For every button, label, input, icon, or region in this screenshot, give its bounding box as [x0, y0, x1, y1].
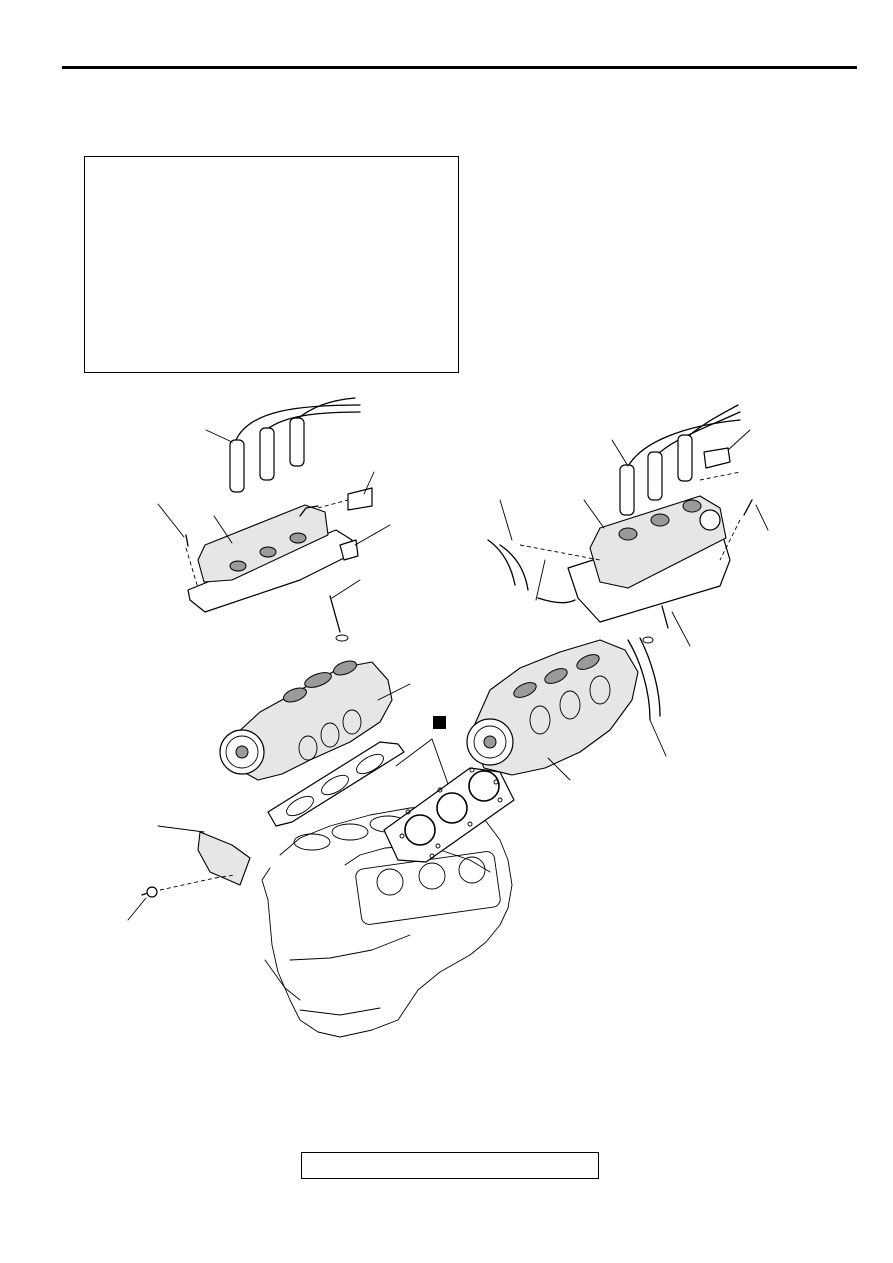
cylinder-head-icon-left [219, 660, 393, 781]
reassembly-marker [433, 716, 446, 729]
footer-box [301, 1152, 599, 1179]
rocker-cover-icon-left [187, 504, 353, 613]
spark-plug-cable-icon-right [619, 404, 741, 516]
note-box [84, 156, 459, 373]
cylinder-head-icon-right [466, 639, 639, 776]
spark-plug-cable-icon-left [229, 397, 361, 493]
header-rule [62, 66, 857, 69]
fastener-parts [141, 447, 753, 898]
engine-block-icon [261, 805, 513, 1038]
rocker-cover-icon-right [567, 495, 731, 623]
leader-lines [127, 429, 769, 921]
alignment-lines [159, 471, 741, 891]
head-gasket-icon-right [383, 767, 515, 863]
head-gasket-icon-left [267, 741, 405, 827]
